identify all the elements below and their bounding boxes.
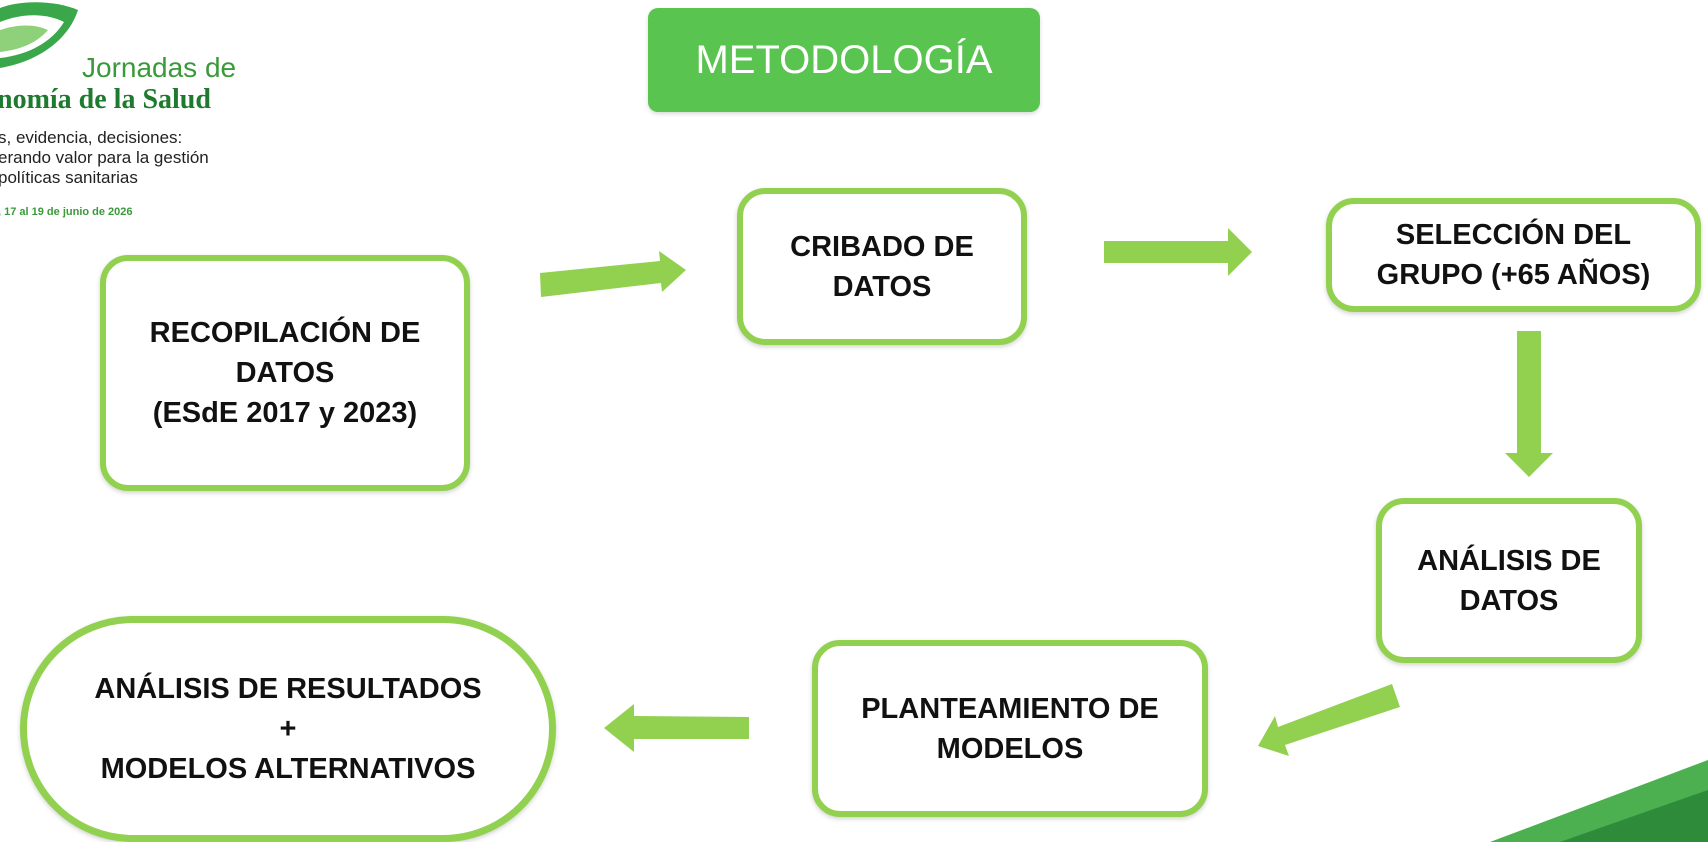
node-cribado-label: CRIBADO DE DATOS: [790, 230, 974, 303]
node-recopilacion-datos: RECOPILACIÓN DE DATOS (ESdE 2017 y 2023): [100, 255, 470, 491]
node-seleccion-label: SELECCIÓN DEL GRUPO (+65 AÑOS): [1376, 219, 1651, 291]
arrow-cribado-to-seleccion: [1104, 228, 1252, 276]
node-cribado-datos: CRIBADO DE DATOS: [737, 188, 1027, 345]
event-logo: Jornadas de nomía de la Salud s, evidenc…: [0, 0, 290, 230]
arrow-planteamiento-to-resultados-body: [604, 704, 749, 752]
logo-title-line1: Jornadas de: [82, 52, 237, 83]
node-analisis-resultados: ANÁLISIS DE RESULTADOS + MODELOS ALTERNA…: [20, 616, 556, 842]
arrow-analisis-to-planteamiento: [1258, 684, 1400, 756]
arrow-seleccion-to-analisis: [1505, 331, 1553, 477]
logo-date: , 17 al 19 de junio de 2026: [0, 206, 133, 218]
logo-subtitle: s, evidencia, decisiones: erando valor p…: [0, 128, 209, 187]
node-analisis-datos: ANÁLISIS DE DATOS: [1376, 498, 1642, 663]
node-seleccion-grupo: SELECCIÓN DEL GRUPO (+65 AÑOS): [1326, 198, 1701, 312]
arrow-recopilacion-to-cribado: [540, 251, 686, 297]
leaf-logo-icon: [0, 2, 78, 68]
node-planteamiento-label: PLANTEAMIENTO DE MODELOS: [861, 692, 1159, 765]
node-planteamiento-modelos: PLANTEAMIENTO DE MODELOS: [812, 640, 1208, 817]
node-analisis-datos-label: ANÁLISIS DE DATOS: [1417, 544, 1601, 617]
page-title: METODOLOGÍA: [648, 8, 1040, 112]
node-recopilacion-label: RECOPILACIÓN DE DATOS (ESdE 2017 y 2023): [149, 317, 421, 429]
node-analisis-resultados-label: ANÁLISIS DE RESULTADOS + MODELOS ALTERNA…: [94, 673, 482, 785]
logo-title-line2: nomía de la Salud: [0, 84, 211, 115]
